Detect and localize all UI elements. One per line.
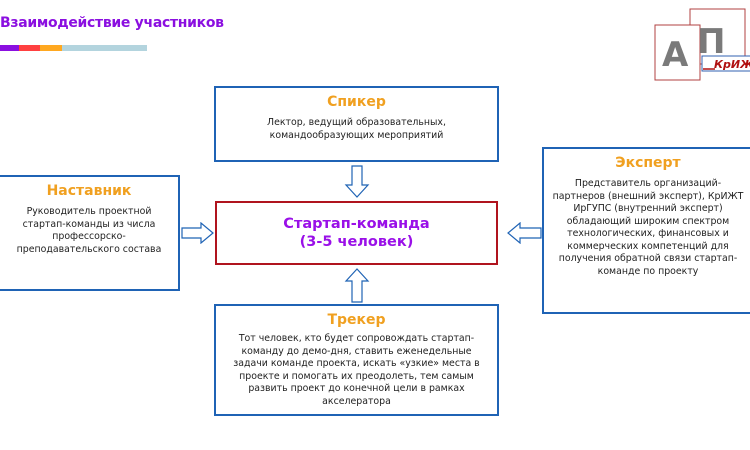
speaker-box: Спикер Лектор, ведущий образовательных, … (214, 86, 499, 162)
startup-team-title: Стартап-команда (283, 216, 430, 232)
tracker-box: Трекер Тот человек, кто будет сопровожда… (214, 304, 499, 416)
mentor-description: Руководитель проектной стартап-команды и… (16, 206, 162, 255)
logo-letter-a: А (662, 35, 689, 75)
logo-letter-p: П (697, 22, 725, 62)
startup-team-size: (3-5 человек) (299, 234, 414, 250)
speaker-title: Спикер (327, 94, 386, 110)
expert-description: Представитель организаций-партнеров (вне… (552, 178, 744, 277)
title-stripe-red (19, 45, 40, 51)
tracker-title: Трекер (327, 312, 386, 328)
title-stripe-orange (40, 45, 62, 51)
speaker-description: Лектор, ведущий образовательных, командо… (267, 117, 446, 141)
mentor-box: Наставник Руководитель проектной стартап… (0, 175, 180, 291)
expert-box: Эксперт Представитель организаций-партне… (542, 147, 750, 314)
tracker-description: Тот человек, кто будет сопровождать стар… (233, 333, 480, 407)
mentor-title: Наставник (46, 183, 132, 199)
title-stripe-purple (0, 45, 19, 51)
logo-banner-text: КрИЖТ (714, 58, 750, 71)
slide-title: Взаимодействие участников (0, 15, 224, 31)
startup-team-box: Стартап-команда (3-5 человек) (215, 201, 498, 265)
organization-logo: А П КрИЖТ (654, 8, 750, 81)
arrow-left-expert-to-team (507, 222, 542, 244)
arrow-down-speaker-to-team (344, 165, 370, 198)
arrow-right-mentor-to-team (181, 222, 214, 244)
title-stripe-blue (62, 45, 147, 51)
expert-title: Эксперт (615, 155, 681, 171)
arrow-up-tracker-to-team (344, 268, 370, 303)
